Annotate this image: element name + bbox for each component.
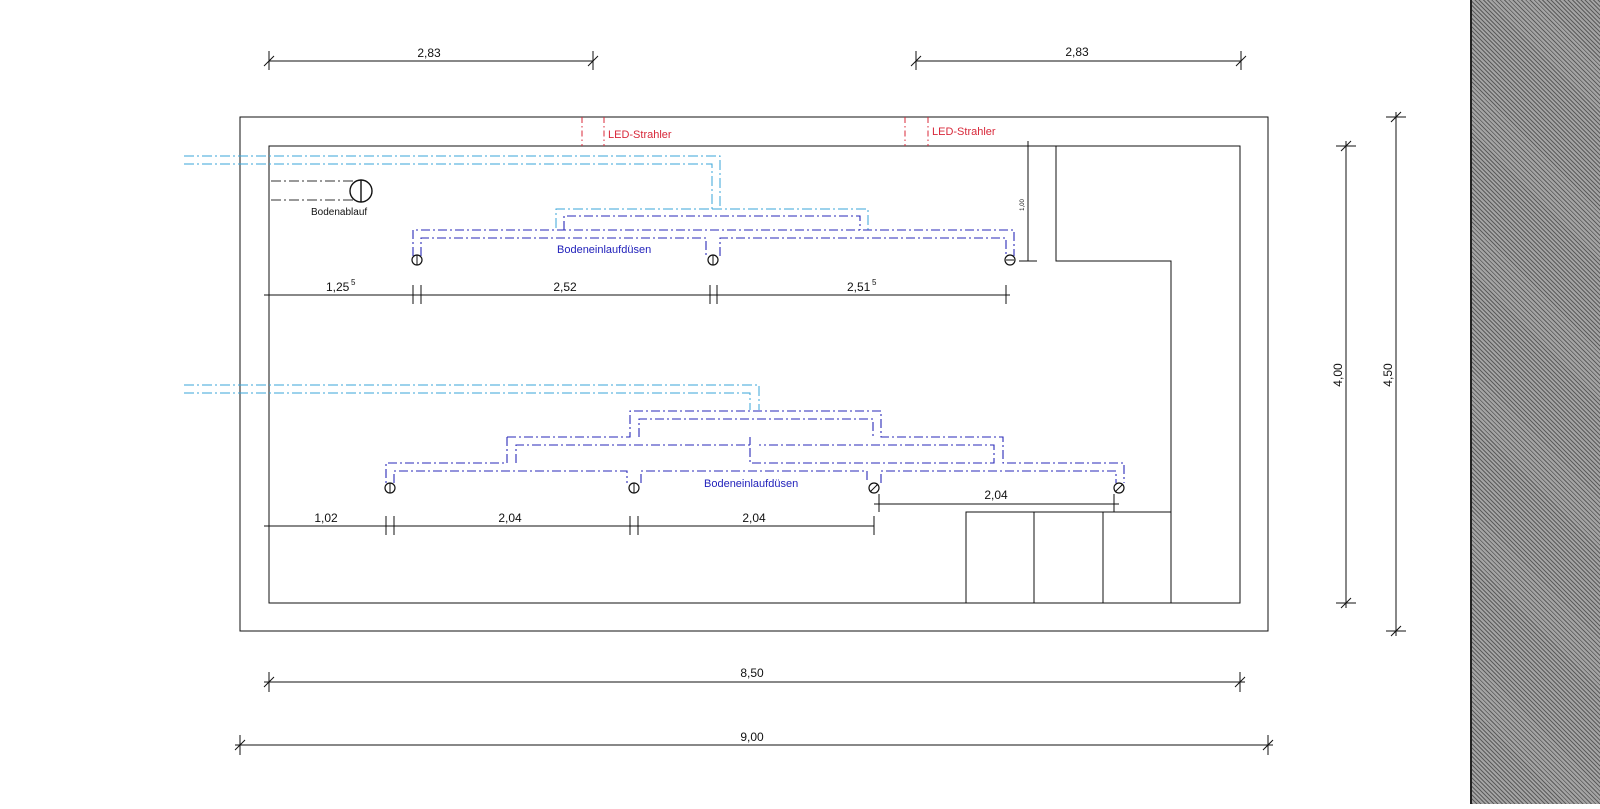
nozzle-icon: [384, 482, 396, 494]
bench-block: [1102, 511, 1172, 604]
nozzle-pipe: [719, 237, 1007, 256]
dimension-label: 1,02: [314, 511, 338, 525]
dimension-sup: 5: [872, 278, 877, 287]
nozzle-pipe: [880, 470, 1117, 483]
dimension-label: 1,25: [326, 280, 350, 294]
nozzle-icon: [628, 482, 640, 494]
dimension-sup: 5: [351, 278, 356, 287]
dimension-outer-height: 4,50: [1381, 111, 1406, 637]
nozzle-pipe: [638, 418, 874, 437]
dimension-lower-right: 2,04: [874, 488, 1119, 512]
dimension-inner-height: 4,00: [1331, 140, 1356, 609]
nozzle-pipe: [393, 470, 628, 483]
dimension-label: 2,04: [984, 488, 1008, 502]
supply-pipe: [712, 208, 869, 230]
nozzle-icon: [1004, 254, 1016, 266]
upper-pipe-system: Bodeneinlaufdüsen: [184, 155, 1015, 256]
dimension-row-upper: 1,25 5 2,52 2,51 5: [264, 278, 1010, 304]
nozzle-pipe: [563, 215, 861, 230]
pool-walls: [239, 116, 1269, 632]
dimension-inner-width: 8,50: [263, 666, 1246, 692]
nozzles-label-upper: Bodeneinlaufdüsen: [557, 244, 651, 256]
bench-block: [965, 511, 1035, 604]
dimension-label: 8,50: [740, 666, 764, 680]
dimension-top-right: 2,83: [910, 45, 1247, 70]
nozzle-pipe: [515, 444, 995, 464]
supply-pipe: [184, 155, 721, 209]
dimension-label: 4,50: [1381, 363, 1395, 387]
dimension-outer-width: 9,00: [234, 730, 1274, 755]
dimension-label: 2,51: [847, 280, 871, 294]
dimension-label: 2,04: [742, 511, 766, 525]
nozzle-pipe: [412, 229, 1015, 256]
led-label-2: LED-Strahler: [932, 126, 996, 138]
dimension-label: 2,04: [498, 511, 522, 525]
nozzle-icon: [868, 482, 880, 494]
nozzle-icon: [707, 254, 719, 266]
floor-drain-icon: [349, 179, 373, 203]
bench-blocks: [965, 511, 1172, 604]
supply-pipe: [184, 163, 713, 230]
floor-drain-label: Bodenablauf: [311, 207, 367, 218]
nozzle-icon: [1113, 482, 1125, 494]
dimension-label: 9,00: [740, 730, 764, 744]
led-label-1: LED-Strahler: [608, 129, 672, 141]
dimension-label: 1,00: [1020, 199, 1026, 211]
hatched-side-panel: [1470, 0, 1600, 804]
supply-pipe: [184, 384, 760, 410]
stair-outline: [1055, 146, 1172, 603]
dimension-label: 2,83: [417, 46, 441, 60]
bench-block: [1033, 511, 1104, 604]
dimension-stair-depth: 1,00: [1019, 141, 1037, 262]
dimension-label: 4,00: [1331, 363, 1345, 387]
dimension-label: 2,83: [1065, 45, 1089, 59]
dimension-top-left: 2,83: [263, 46, 599, 70]
inner-wall: [268, 145, 1241, 604]
nozzle-pipe: [420, 237, 707, 256]
floor-drain: Bodenablauf: [271, 179, 373, 218]
supply-pipe: [184, 392, 751, 410]
nozzle-pipe: [385, 437, 508, 483]
nozzles-label-lower: Bodeneinlaufdüsen: [704, 478, 798, 490]
lower-pipe-system: Bodeneinlaufdüsen: [184, 384, 1125, 490]
dimension-row-lower: 1,02 2,04 2,04: [264, 511, 875, 535]
dimension-label: 2,52: [553, 280, 577, 294]
nozzle-pipe: [640, 470, 868, 483]
led-spotlights: LED-Strahler LED-Strahler: [581, 117, 996, 146]
nozzle-pipe: [507, 410, 1125, 483]
nozzle-icon: [411, 254, 423, 266]
nozzles: [384, 254, 1125, 494]
outer-wall: [239, 116, 1269, 632]
